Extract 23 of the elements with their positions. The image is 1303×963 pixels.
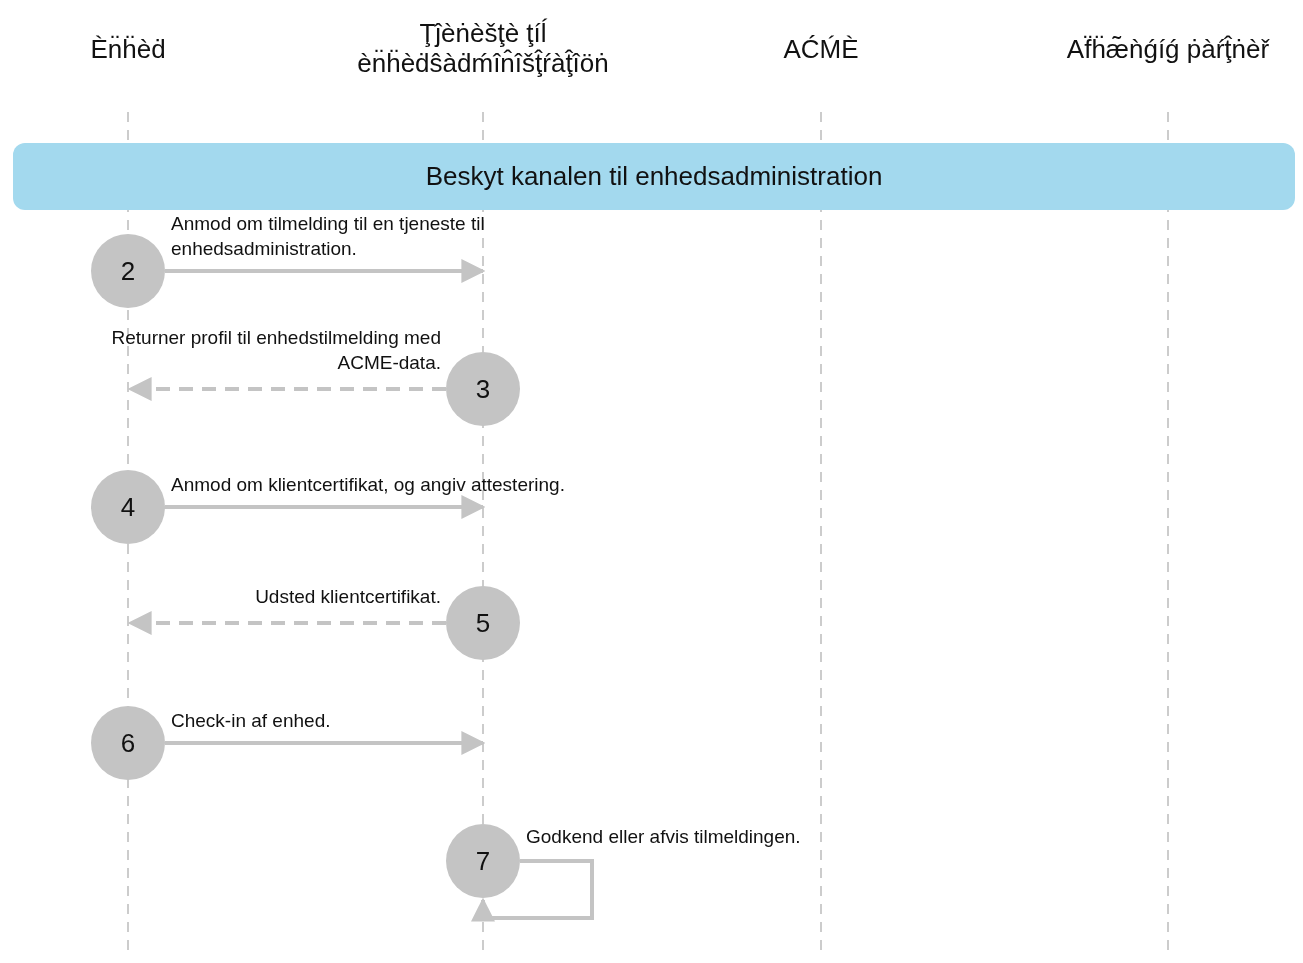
- edge-label: Godkend eller afvis tilmeldingen.: [526, 825, 801, 849]
- lane-header: Èn̈ḧèḋ: [28, 34, 228, 64]
- message-arrow: [127, 611, 446, 635]
- edge-label: Anmod om tilmelding til en tjeneste til enhedsadministration.: [171, 212, 486, 261]
- edge-label: Anmod om klientcertifikat, og angiv attestering.: [171, 473, 565, 497]
- message-arrow: [165, 259, 486, 283]
- phase-banner: Beskyt kanalen til enhedsadministration: [13, 143, 1295, 210]
- step-number: 2: [91, 234, 165, 308]
- edge-label: Udsted klientcertifikat.: [255, 585, 441, 609]
- edge-label: Returner profil til enhedstilmelding med ACME-data.: [111, 326, 441, 375]
- message-arrow: [127, 377, 446, 401]
- message-arrow: [165, 731, 486, 755]
- lane-header: Af̈ḧæ̃ǹǵíǵ ṗàŕţ̂ṅèř: [1038, 34, 1298, 64]
- edge-label: Check-in af enhed.: [171, 709, 331, 733]
- step-number: 5: [446, 586, 520, 660]
- message-arrow: [165, 495, 486, 519]
- message-arrow: [471, 859, 594, 922]
- step-number: 6: [91, 706, 165, 780]
- step-number: 7: [446, 824, 520, 898]
- step-number: 4: [91, 470, 165, 544]
- lane-header: Ţĵèṅèšţè ţíĺ èn̈ḧèḋŝàḋḿîn̂îšţ̂ŕàţ̂îöṅ: [323, 18, 643, 78]
- step-number: 3: [446, 352, 520, 426]
- lane-header: AĆḾÈ: [721, 34, 921, 64]
